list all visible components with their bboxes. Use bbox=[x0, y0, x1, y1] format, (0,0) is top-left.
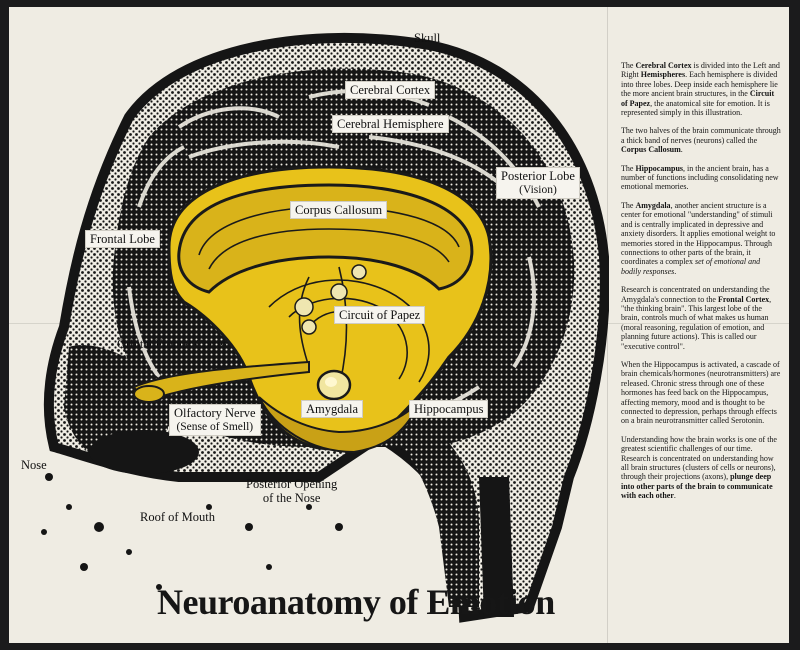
sidebar-paragraph-3: The Hippocampus, in the ancient brain, h… bbox=[621, 163, 779, 192]
label-circuit-of-papez: Circuit of Papez bbox=[334, 306, 426, 324]
label-olfactory-nerve-main: Olfactory Nerve bbox=[174, 406, 256, 420]
label-posterior-opening-line2: of the Nose bbox=[262, 491, 321, 505]
label-posterior-opening: Posterior Opening of the Nose bbox=[246, 477, 337, 505]
label-posterior-lobe: Posterior Lobe (Vision) bbox=[496, 167, 580, 199]
label-corpus-callosum: Corpus Callosum bbox=[290, 201, 388, 219]
sidebar-paragraph-6: When the Hippocampus is activated, a cas… bbox=[621, 359, 781, 426]
label-roof-of-mouth: Roof of Mouth bbox=[140, 510, 215, 524]
label-olfactory-nerve-sub: (Sense of Smell) bbox=[176, 421, 254, 433]
sidebar-paragraph-1: The Cerebral Cortex is divided into the … bbox=[621, 61, 780, 118]
label-cerebral-hemisphere: Cerebral Hemisphere bbox=[332, 115, 449, 133]
label-hippocampus: Hippocampus bbox=[409, 400, 489, 418]
olfactory-bulb bbox=[133, 385, 165, 403]
label-nose: Nose bbox=[21, 458, 47, 472]
sidebar-paragraph-5: Research is concentrated on understandin… bbox=[621, 285, 772, 351]
label-cerebral-cortex: Cerebral Cortex bbox=[345, 81, 436, 99]
nasal-cavity bbox=[89, 430, 199, 474]
label-posterior-opening-line1: Posterior Opening bbox=[246, 477, 338, 491]
label-posterior-lobe-sub: (Vision) bbox=[519, 184, 557, 196]
poster-title: Neuroanatomy of Emotion bbox=[157, 582, 555, 622]
label-frontal-lobe: Frontal Lobe bbox=[85, 230, 160, 248]
label-orbital-frontal-cortex: Orbital Frontal Cortex bbox=[117, 337, 229, 351]
olfactory-nerve bbox=[132, 360, 310, 404]
sidebar-paragraph-7: Understanding how the brain works is one… bbox=[621, 434, 777, 501]
speckle-pattern bbox=[41, 473, 343, 590]
corpus-callosum bbox=[177, 183, 474, 294]
sidebar-paragraph-2: The two halves of the brain communicate … bbox=[621, 126, 781, 155]
label-posterior-lobe-main: Posterior Lobe bbox=[501, 169, 575, 183]
poster: Skull Cerebral Cortex Cerebral Hemispher… bbox=[9, 7, 789, 643]
sidebar-text: The Cerebral Cortex is divided into the … bbox=[621, 61, 781, 510]
sidebar-paragraph-4: The Amygdala, another ancient structure … bbox=[621, 200, 776, 276]
spine bbox=[479, 477, 514, 617]
brain-illustration bbox=[41, 33, 609, 623]
brainstem bbox=[384, 427, 479, 607]
label-skull: Skull bbox=[414, 31, 441, 45]
label-amygdala: Amygdala bbox=[301, 400, 364, 418]
label-olfactory-nerve: Olfactory Nerve (Sense of Smell) bbox=[169, 404, 261, 436]
thalamus-clusters bbox=[294, 264, 367, 335]
